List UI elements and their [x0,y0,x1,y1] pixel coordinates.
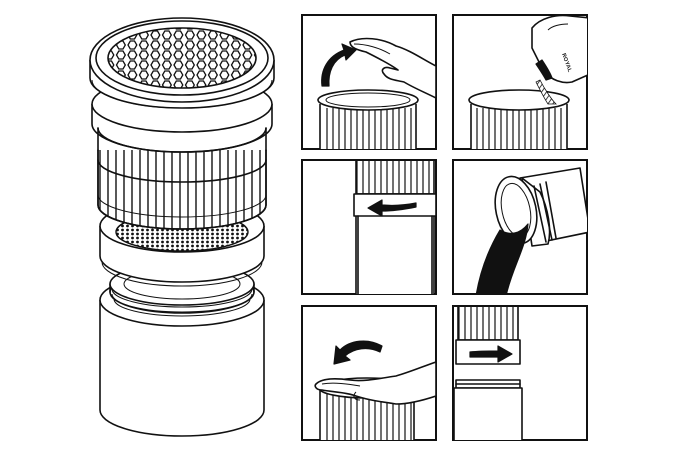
step-5-press-lid [301,305,437,441]
up-arrow-icon [321,43,357,87]
hand-icon [349,37,436,99]
ribbed-chamber [97,149,267,230]
hand-icon [314,361,436,405]
right-arrow-icon [469,345,513,363]
left-arrow-icon [367,199,417,217]
hex-grid-lid [89,17,275,109]
step-3-twist-left [301,159,437,295]
counterclockwise-arrow-icon [333,340,383,365]
jar-base [99,262,265,437]
step-2-fill: ROYAL [452,14,588,150]
falling-grounds [535,79,557,105]
pouring-stream [475,223,529,294]
step-1-lift-lid [301,14,437,150]
exploded-grinder-assembly [89,17,275,437]
step-6-twist-right [452,305,588,441]
step-4-pour-out [452,159,588,295]
